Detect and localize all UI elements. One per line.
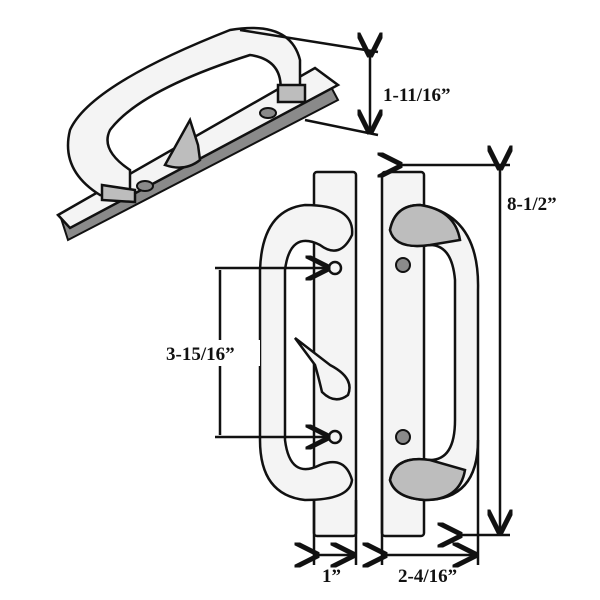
label-handle-projection: 2-4/16” (398, 566, 457, 587)
handle-grip (258, 203, 354, 502)
handle-grip (66, 26, 302, 202)
left-elevation-view (258, 170, 358, 538)
screw-icon (395, 429, 411, 445)
label-screw-spacing: 3-15/16” (166, 344, 235, 365)
label-plate-width: 1” (322, 566, 341, 587)
label-handle-height: 1-11/16” (383, 85, 451, 106)
isometric-handle-view (56, 26, 341, 242)
screw-icon (327, 429, 343, 445)
label-overall-length: 8-1/2” (507, 194, 557, 215)
screw-icon (395, 257, 411, 273)
screw-hole-icon (259, 107, 277, 119)
dimension-leader (239, 28, 379, 54)
thumb-latch (293, 337, 351, 401)
handle-post (100, 183, 137, 204)
right-elevation-view (380, 170, 480, 538)
screw-icon (327, 260, 343, 276)
handle-post (388, 457, 467, 502)
handle-post (388, 203, 462, 248)
handle-post (276, 83, 307, 104)
thumb-latch (163, 116, 202, 169)
dimension-leader (304, 118, 379, 137)
escutcheon-plate (380, 170, 426, 538)
screw-hole-icon (136, 180, 154, 192)
